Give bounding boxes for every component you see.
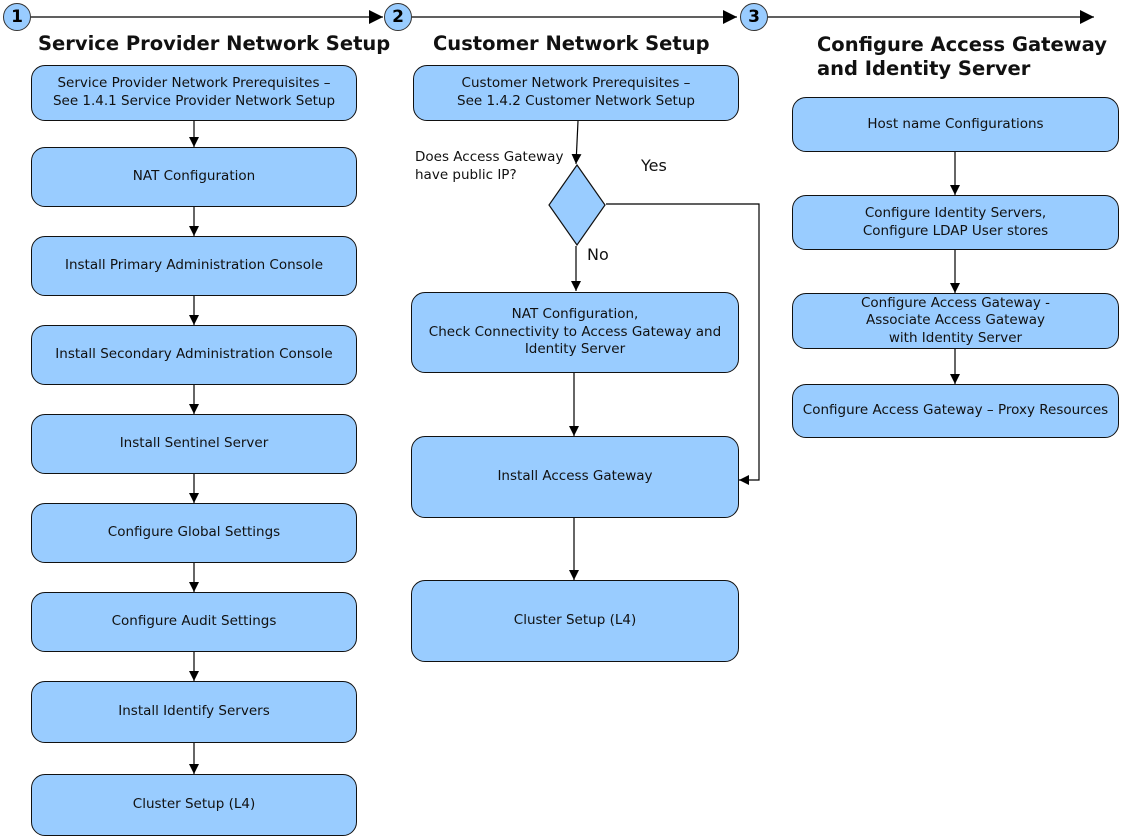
customer-nat-configuration-box: NAT Configuration, Check Connectivity to… [411, 292, 739, 373]
sp-prerequisites-box: Service Provider Network Prerequisites –… [31, 65, 357, 121]
configure-audit-settings-box: Configure Audit Settings [31, 592, 357, 652]
install-identify-servers-box: Install Identify Servers [31, 681, 357, 743]
step-3-circle: 3 [740, 3, 768, 31]
column-2-title: Customer Network Setup [433, 32, 710, 55]
step-2-circle: 2 [384, 3, 412, 31]
decision-diamond [548, 164, 606, 246]
configure-global-settings-box: Configure Global Settings [31, 503, 357, 563]
configure-identity-servers-box: Configure Identity Servers, Configure LD… [792, 195, 1119, 250]
install-secondary-admin-console-box: Install Secondary Administration Console [31, 325, 357, 385]
configure-access-gateway-box: Configure Access Gateway - Associate Acc… [792, 293, 1119, 349]
step-1-circle: 1 [3, 3, 31, 31]
install-sentinel-server-box: Install Sentinel Server [31, 414, 357, 474]
decision-question-label: Does Access Gateway have public IP? [415, 149, 564, 183]
host-name-configurations-box: Host name Configurations [792, 97, 1119, 152]
sp-cluster-setup-box: Cluster Setup (L4) [31, 774, 357, 836]
customer-cluster-setup-box: Cluster Setup (L4) [411, 580, 739, 662]
configure-proxy-resources-box: Configure Access Gateway – Proxy Resourc… [792, 384, 1119, 438]
install-primary-admin-console-box: Install Primary Administration Console [31, 236, 357, 296]
yes-label: Yes [641, 156, 667, 175]
no-label: No [587, 245, 609, 264]
arrow-prereq-to-decision [571, 120, 582, 165]
column-1-title: Service Provider Network Setup [38, 32, 391, 55]
install-access-gateway-box: Install Access Gateway [411, 436, 739, 518]
column-3-title: Configure Access Gateway and Identity Se… [817, 33, 1107, 81]
customer-prerequisites-box: Customer Network Prerequisites – See 1.4… [413, 65, 739, 121]
sp-nat-configuration-box: NAT Configuration [31, 147, 357, 207]
